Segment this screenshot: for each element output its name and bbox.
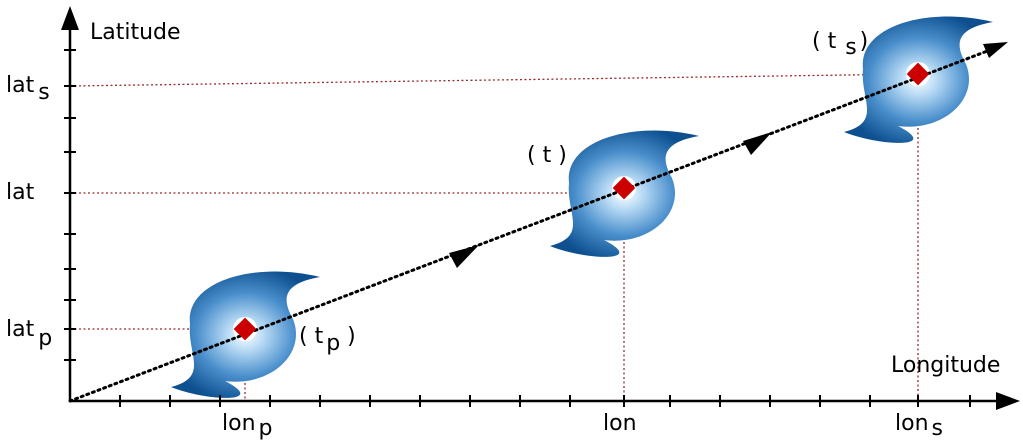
- x-axis-arrowhead-icon: [996, 392, 1020, 410]
- storm-track-line: [68, 48, 992, 403]
- y-axis-title: Latitude: [90, 20, 181, 45]
- arrowhead-icon: [449, 245, 479, 268]
- arrowhead-icon: [983, 42, 1008, 58]
- x-axis-title: Longitude: [891, 353, 1000, 378]
- arrowhead-icon: [743, 132, 772, 155]
- storm-label-present: ( t ): [527, 143, 567, 168]
- x-axis-ticks: [119, 395, 971, 407]
- y-axis-ticks: [64, 49, 76, 361]
- y-tick-label-lat: lat: [6, 180, 35, 205]
- x-tick-label-lon: lon: [603, 411, 637, 436]
- y-axis-arrowhead-icon: [61, 6, 79, 30]
- guide-lat-s: [69, 73, 919, 87]
- storm-label-future: ( t s): [812, 29, 868, 60]
